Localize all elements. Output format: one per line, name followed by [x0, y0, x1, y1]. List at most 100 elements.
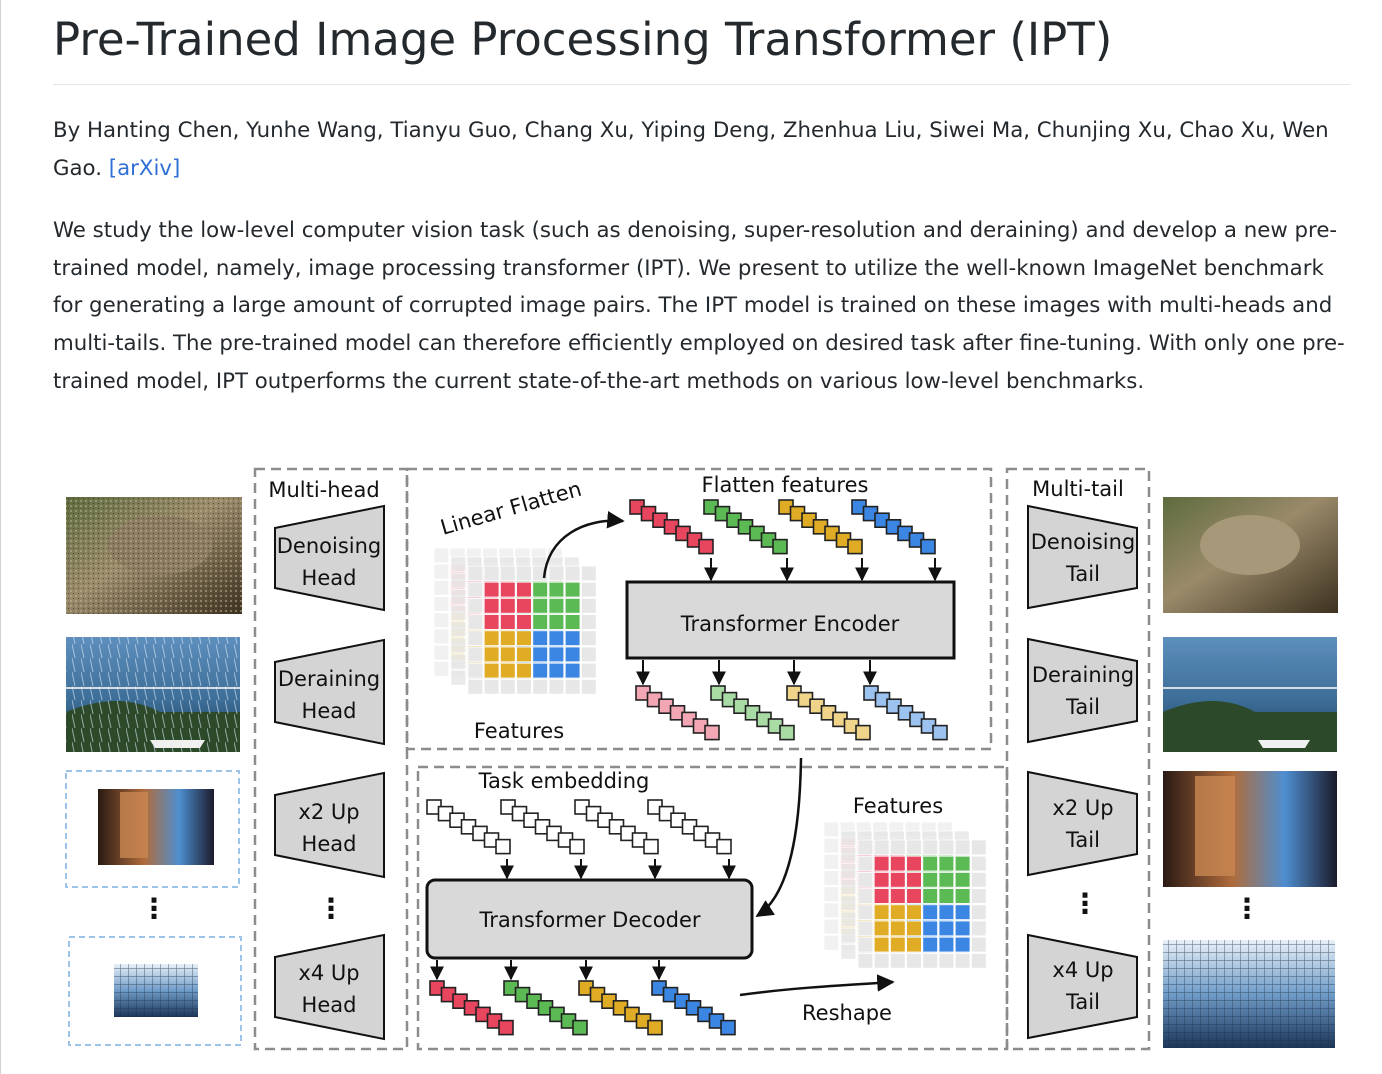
flow-arrows: [430, 558, 942, 981]
sequence-patch: [643, 838, 659, 855]
feature-cell: [433, 563, 450, 580]
feature-cell: [532, 630, 548, 646]
multi-tail-frame: [1005, 467, 1151, 1051]
tail-deraining-line1: Deraining: [1032, 663, 1134, 687]
tail-denoising-line2: Tail: [1065, 562, 1100, 586]
encoder-frame: [405, 467, 993, 751]
arxiv-link[interactable]: [arXiv]: [108, 156, 181, 181]
feature-cell: [823, 886, 840, 902]
feature-cell: [840, 944, 857, 960]
reshape-arrow: [739, 974, 895, 997]
feature-cell: [532, 614, 548, 630]
feature-cell: [840, 895, 857, 911]
feature-cell: [823, 854, 840, 870]
input-images: [65, 497, 242, 1046]
encoder-output-sequences: [635, 685, 948, 741]
heads: Denoising Head Deraining Head x2 Up Head…: [274, 504, 385, 1041]
task-embedding-label: Task embedding: [478, 769, 650, 793]
flatten-features-sequences: [629, 499, 936, 555]
feature-cell: [581, 646, 597, 663]
feature-cell: [548, 630, 565, 646]
feature-cell: [564, 565, 581, 582]
feature-cell: [467, 630, 484, 646]
feature-cell: [433, 580, 450, 596]
sequence-patch: [847, 538, 863, 555]
feature-cell: [890, 953, 906, 969]
feature-cell: [433, 612, 450, 628]
task-embedding-sequences: [426, 799, 732, 855]
sequence-patch: [572, 1019, 588, 1036]
feature-cell: [516, 630, 532, 646]
feature-cell: [906, 904, 922, 920]
feature-cell: [450, 621, 467, 637]
feature-cell: [954, 888, 971, 904]
encoder-label: Transformer Encoder: [680, 612, 900, 636]
feature-cell: [971, 936, 987, 953]
output-images: [1163, 497, 1338, 1048]
page-left-border: [0, 0, 1, 1074]
feature-cell: [938, 920, 955, 937]
feature-cell: [840, 846, 857, 863]
feature-cell: [516, 581, 532, 598]
tail-deraining-line2: Tail: [1065, 695, 1100, 719]
feature-cell: [483, 614, 500, 630]
tail-x4-up-line2: Tail: [1065, 990, 1100, 1014]
feature-cell: [548, 581, 565, 598]
feature-cell: [483, 662, 500, 679]
input-3-dashed-box: [65, 770, 240, 888]
feature-cell: [564, 662, 581, 679]
feature-cell: [532, 581, 548, 598]
sequence-patch: [569, 838, 585, 855]
head-x4-up-line1: x4 Up: [298, 961, 359, 985]
feature-cell: [857, 855, 874, 872]
feature-cell: [483, 646, 500, 663]
feature-cell: [906, 855, 922, 872]
feature-cell: [564, 598, 581, 614]
tail-deraining: Deraining Tail: [1027, 637, 1138, 744]
feature-cell: [499, 630, 516, 646]
feature-cell: [581, 614, 597, 630]
tail-denoising-line1: Denoising: [1031, 530, 1136, 554]
feature-cell: [467, 662, 484, 679]
feature-cell: [467, 679, 484, 695]
feature-cell: [906, 920, 922, 937]
feature-cell: [548, 646, 565, 663]
feature-cell: [938, 953, 955, 969]
feature-cell: [483, 565, 500, 582]
authors-text: By Hanting Chen, Yunhe Wang, Tianyu Guo,…: [53, 118, 1329, 181]
feature-cell: [906, 872, 922, 888]
sequence-patch: [772, 538, 788, 555]
feature-cell: [971, 920, 987, 937]
feature-cell: [564, 614, 581, 630]
tail-denoising: Denoising Tail: [1027, 504, 1138, 610]
feature-cell: [581, 565, 597, 582]
feature-cell: [433, 661, 450, 677]
decoder-frame: [416, 765, 1009, 1051]
multi-head-label: Multi-head: [268, 478, 379, 502]
feature-cell: [873, 839, 890, 856]
feature-cell: [857, 953, 874, 969]
feature-cell: [922, 855, 938, 872]
feature-cell: [823, 918, 840, 935]
feature-cell: [548, 614, 565, 630]
feature-cell: [954, 920, 971, 937]
feature-cell: [857, 888, 874, 904]
tail-x2-up-line1: x2 Up: [1052, 796, 1113, 820]
head-denoising-line1: Denoising: [277, 534, 382, 558]
feature-cell: [548, 598, 565, 614]
feature-cell: [938, 904, 955, 920]
feature-cell: [971, 904, 987, 920]
sequence-patch: [932, 724, 948, 741]
feature-cell: [922, 904, 938, 920]
feature-cell: [922, 888, 938, 904]
feature-cell: [890, 888, 906, 904]
feature-cell: [499, 614, 516, 630]
sequence-patch: [720, 1019, 736, 1036]
feature-cell: [873, 855, 890, 872]
feature-cell: [906, 936, 922, 953]
feature-cell: [954, 855, 971, 872]
authors-paragraph: By Hanting Chen, Yunhe Wang, Tianyu Guo,…: [53, 112, 1353, 188]
head-x2-up: x2 Up Head: [274, 771, 385, 879]
input-4-dashed-box: [68, 936, 242, 1046]
feature-cell: [564, 581, 581, 598]
